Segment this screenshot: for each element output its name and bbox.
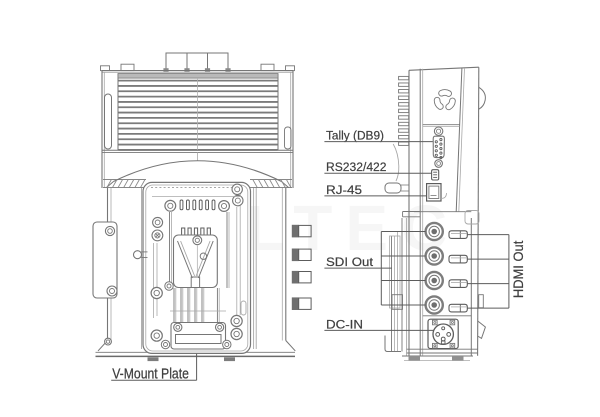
svg-text:DC-IN: DC-IN (326, 317, 363, 331)
svg-text:SDI Out: SDI Out (326, 255, 374, 269)
svg-text:RS232/422: RS232/422 (326, 160, 387, 174)
svg-text:V-Mount Plate: V-Mount Plate (112, 365, 189, 382)
svg-text:Tally (DB9): Tally (DB9) (326, 128, 384, 142)
svg-text:HDMI Out: HDMI Out (510, 241, 526, 298)
svg-text:RJ-45: RJ-45 (326, 183, 362, 197)
